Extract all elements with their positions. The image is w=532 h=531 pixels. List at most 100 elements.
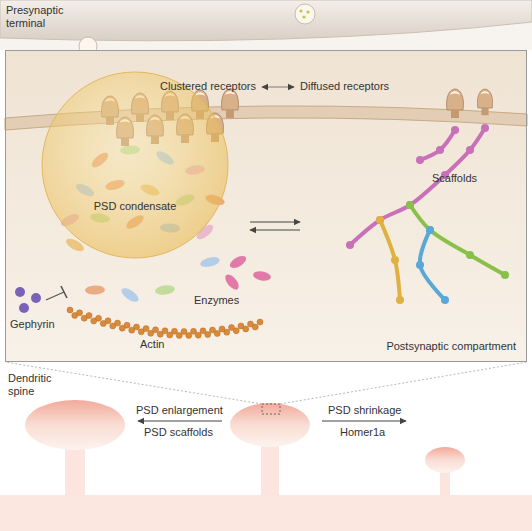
actin-bead [186, 332, 192, 338]
compartment-panel: Postsynaptic compartment PSD condensate [5, 50, 527, 362]
actin-bead [243, 326, 249, 332]
scaffold-domain [376, 216, 384, 224]
scaffold-domain [391, 256, 399, 264]
enzyme [252, 270, 271, 282]
node-title: Postsynaptic compartment [386, 340, 516, 353]
actin-bead [96, 315, 102, 321]
zoom-line [5, 362, 262, 404]
enzyme [223, 272, 241, 292]
enzyme [228, 254, 248, 271]
scaffold-domain [466, 251, 474, 259]
actin-bead [115, 320, 121, 326]
scaffold-domain [466, 146, 474, 154]
actin-bead [257, 319, 263, 325]
panel-ground [5, 50, 527, 362]
factor-label: PSD scaffolds [144, 426, 213, 439]
condensate-protein [119, 286, 141, 305]
actin-bead [172, 328, 178, 334]
component-label: Actin [140, 338, 164, 351]
scaffold-domain [406, 201, 414, 209]
equilibrium-arrow [250, 221, 300, 222]
exchange-arrow [262, 86, 294, 87]
dendrite-shaft [0, 495, 532, 531]
scaffold-domain [426, 226, 434, 234]
vesicle [295, 4, 315, 24]
scaffold-domain [346, 241, 354, 249]
receptor-stem [451, 110, 459, 118]
receptor [447, 89, 464, 118]
scaffold-domain [406, 201, 414, 209]
scaffold-domain [396, 296, 404, 304]
scaffold-chain [350, 128, 485, 245]
condensate-shape [42, 72, 228, 258]
condensate-protein [85, 285, 105, 295]
neurotransmitter [299, 9, 302, 12]
actin-bead [143, 326, 149, 332]
equilibrium-arrow [250, 229, 300, 230]
receptor-top [450, 91, 460, 95]
actin-bead [134, 324, 140, 330]
actin-bead [67, 307, 73, 313]
scaffold-domain [501, 271, 509, 279]
actin-bead [252, 324, 258, 330]
receptor [477, 89, 492, 115]
component-label: Gephyrin [10, 318, 55, 331]
condensate-outline [40, 70, 230, 260]
scaffold-domain [376, 216, 384, 224]
actin-bead [205, 331, 211, 337]
state-label: Diffused receptors [300, 80, 389, 93]
neurotransmitter [306, 10, 309, 13]
actin-bead [224, 329, 230, 335]
actin-bead [86, 313, 92, 319]
component-label: Scaffolds [432, 172, 477, 185]
actin-bead [195, 332, 201, 338]
spine-head [230, 403, 310, 447]
gephyrin-molecule [19, 303, 29, 313]
scaffold-domain [416, 156, 424, 164]
condensate-protein [154, 284, 175, 296]
scaffold-domain [451, 126, 459, 134]
inhibition-bar [61, 286, 67, 298]
component-label: Enzymes [194, 294, 239, 307]
shrinkage-arrow [322, 420, 406, 421]
process-label: PSD shrinkage [328, 404, 401, 417]
receptor-top [481, 91, 490, 94]
condensate-circle: PSD condensate [40, 70, 230, 260]
condensate-protein [199, 255, 221, 269]
actin-bead [124, 322, 130, 328]
actin-bead [233, 328, 239, 334]
spine-head [425, 447, 465, 473]
receptor-body [477, 89, 492, 108]
zoom-line [280, 362, 527, 404]
process-label: PSD enlargement [136, 404, 223, 417]
actin-bead [162, 328, 168, 334]
actin-bead [105, 318, 111, 324]
zoom-box [262, 404, 280, 414]
receptor-body [447, 89, 464, 110]
receptor-stem [481, 108, 488, 115]
actin-bead [153, 327, 159, 333]
actin-bead [77, 310, 83, 316]
region-label: Dendritic spine [8, 372, 60, 398]
receptor-body [222, 89, 239, 110]
scaffold-domain [426, 226, 434, 234]
inhibition-line [46, 292, 64, 300]
gephyrin-molecule [15, 287, 25, 297]
receptor-stem [226, 110, 234, 118]
scaffold-chain [380, 220, 400, 300]
region-label: Presynaptic terminal [6, 4, 68, 30]
node-title: PSD condensate [40, 200, 230, 213]
spine-head [25, 400, 125, 450]
scaffold-domain [436, 146, 444, 154]
receptor [222, 89, 239, 118]
actin-bead [214, 331, 220, 337]
scaffold-chain [420, 130, 455, 160]
neurotransmitter [302, 15, 305, 18]
factor-label: Homer1a [340, 426, 385, 439]
scaffold-domain [481, 124, 489, 132]
state-label: Clustered receptors [160, 80, 256, 93]
presynaptic-terminal [0, 0, 532, 41]
scaffold-domain [416, 261, 424, 269]
